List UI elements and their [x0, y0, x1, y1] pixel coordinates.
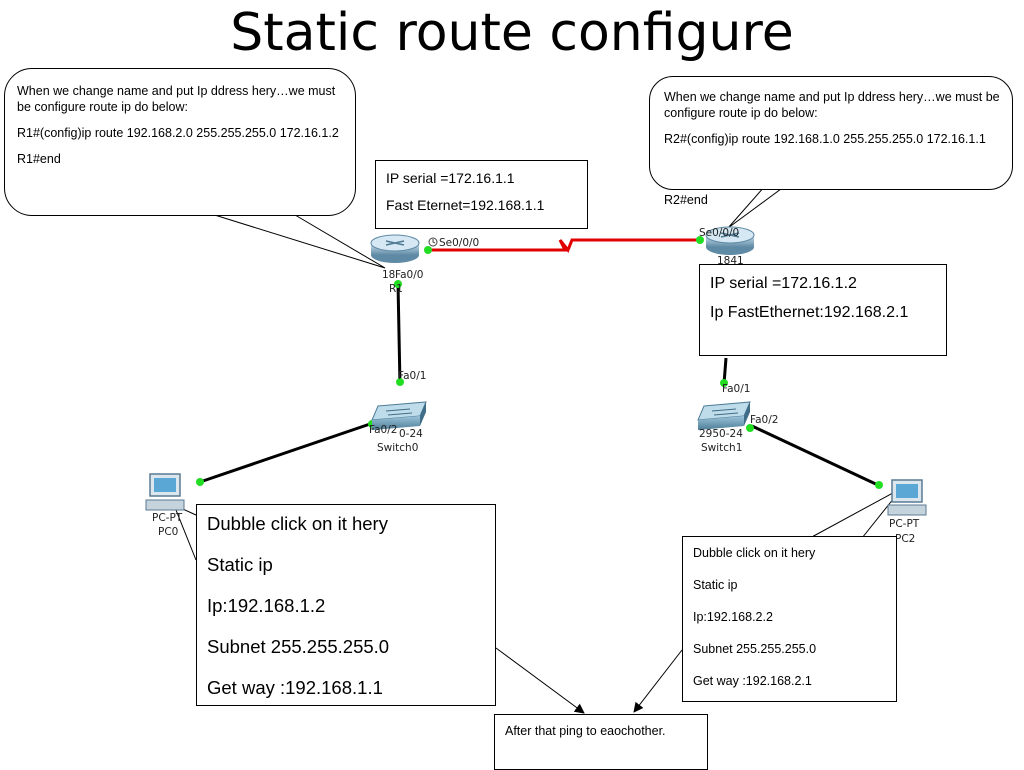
- r1-fa-port-label: Fa0/0: [395, 269, 424, 281]
- pc0-subnet-mask: Subnet 255.255.255.0: [207, 636, 390, 657]
- pc0-computer-icon: [145, 473, 185, 511]
- switch0-pc0-cable: [199, 422, 371, 484]
- r1-name-label: R1: [389, 283, 403, 295]
- r1-route-callout: When we change name and put Ip ddress he…: [4, 68, 356, 216]
- callout-left-tail: [204, 211, 386, 269]
- router-r1-icon: [370, 234, 420, 263]
- r2-route-callout: When we change name and put Ip ddress he…: [649, 76, 1013, 190]
- r1-route-command: R1#(config)ip route 192.168.2.0 255.255.…: [17, 126, 339, 140]
- switch0-model-label: 0-24: [399, 428, 423, 440]
- clock-icon: [428, 237, 438, 247]
- pc2-name-label: PC2: [895, 533, 916, 545]
- r2-fastethernet-ip: Ip FastEthernet:192.168.2.1: [710, 304, 909, 321]
- pc0-config-box: Dubble click on it hery Static ip Ip:192…: [196, 504, 496, 706]
- r1-model-label: 18: [382, 269, 396, 281]
- switch1-name-label: Switch1: [701, 442, 743, 454]
- r2-serial-port-label: Se0/0/0: [699, 227, 740, 239]
- pc0-name-label: PC0: [158, 526, 179, 538]
- pc2-config-box: Dubble click on it hery Static ip Ip:192…: [682, 536, 897, 702]
- pc2-subnet-mask: Subnet 255.255.255.0: [693, 642, 817, 656]
- slide-title: Static route configure: [230, 3, 794, 63]
- pc0-gateway: Get way :192.168.1.1: [207, 677, 383, 698]
- pc2-instruction: Dubble click on it hery: [693, 546, 816, 560]
- r2-end-command: R2#end: [664, 193, 708, 207]
- r1-serial-port-label: Se0/0/0: [439, 237, 480, 249]
- ping-note-text: After that ping to eaochother.: [505, 724, 666, 738]
- pc2-model-label: PC-PT: [889, 518, 920, 530]
- switch1-pc2-cable: [751, 424, 881, 488]
- pc0-static-ip-label: Static ip: [207, 554, 273, 575]
- r1-fastethernet-ip: Fast Eternet=192.168.1.1: [386, 197, 545, 213]
- arrow-pc2-to-ping: [633, 649, 683, 713]
- r1-callout-intro: When we change name and put Ip ddress he…: [17, 84, 336, 114]
- pc2-gateway: Get way :192.168.2.1: [693, 674, 812, 688]
- switch0-icon: [371, 401, 427, 430]
- r1-ip-info-box: IP serial =172.16.1.1 Fast Eternet=192.1…: [375, 160, 588, 229]
- pc0-instruction: Dubble click on it hery: [207, 513, 388, 534]
- r1-end-command: R1#end: [17, 152, 61, 166]
- pc2-static-ip-label: Static ip: [693, 578, 738, 592]
- switch1-uplink-port-label: Fa0/1: [722, 383, 751, 395]
- callout-right-tail: [727, 185, 786, 229]
- serial-link: [428, 238, 700, 253]
- router-r2-icon: [705, 226, 755, 255]
- r2-ip-info-box: IP serial =172.16.1.2 Ip FastEthernet:19…: [699, 264, 947, 356]
- switch0-pc-port-label: Fa0/2: [369, 424, 398, 436]
- r1-switch0-cable: [396, 282, 402, 386]
- pc2-ip-address: Ip:192.168.2.2: [693, 610, 773, 624]
- arrow-pc0-to-ping: [495, 647, 585, 714]
- switch1-pc-port-label: Fa0/2: [750, 414, 779, 426]
- switch1-model-label: 2950-24: [699, 428, 743, 440]
- switch0-name-label: Switch0: [377, 442, 419, 454]
- r2-serial-ip: IP serial =172.16.1.2: [710, 275, 857, 292]
- r2-route-command: R2#(config)ip route 192.168.1.0 255.255.…: [664, 132, 986, 146]
- switch0-uplink-port-label: Fa0/1: [398, 370, 427, 382]
- r2-callout-intro: When we change name and put Ip ddress he…: [664, 90, 1000, 120]
- r1-serial-ip: IP serial =172.16.1.1: [386, 170, 515, 186]
- pc2-computer-icon: [887, 479, 927, 516]
- switch1-icon: [697, 401, 751, 430]
- ping-note-box: After that ping to eaochother.: [494, 714, 708, 770]
- pc0-ip-address: Ip:192.168.1.2: [207, 595, 326, 616]
- pc0-model-label: PC-PT: [152, 512, 183, 524]
